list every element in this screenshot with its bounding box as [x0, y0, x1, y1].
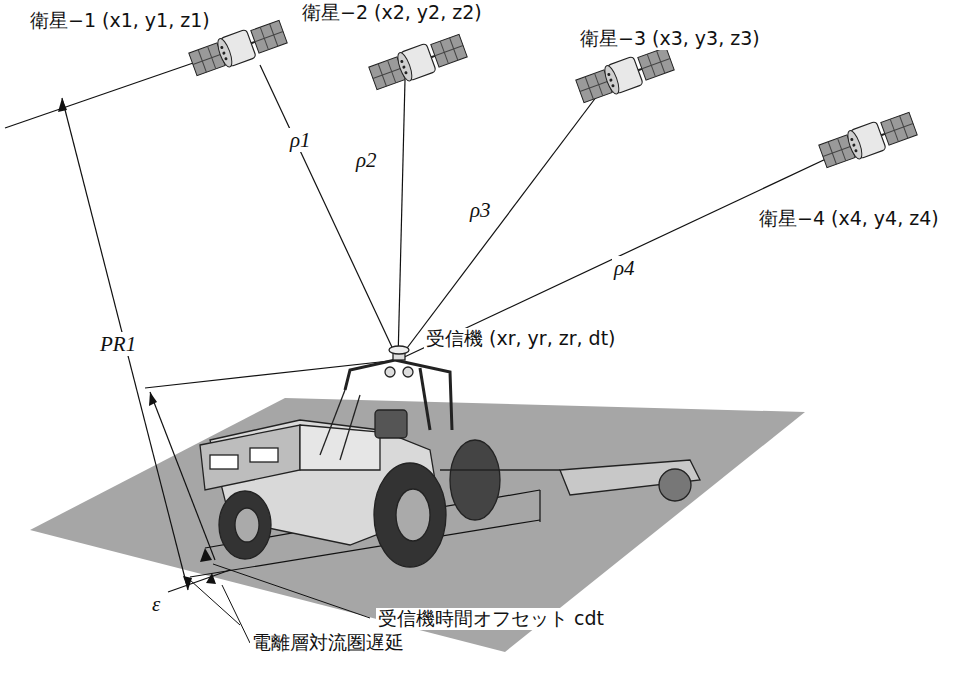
- epsilon-label: ε: [150, 592, 162, 616]
- satellite-label: 衛星−2 (x2, y2, z2): [300, 2, 484, 24]
- range-label: ρ1: [288, 128, 313, 152]
- range-label: ρ3: [468, 198, 493, 222]
- satellite-label: 衛星−3 (x3, y3, z3): [578, 28, 762, 50]
- satellite-label: 衛星−1 (x1, y1, z1): [28, 10, 212, 32]
- offset-label: 受信機時間オフセット cdt: [376, 608, 606, 630]
- delay-label: 電離層対流圏遅延: [250, 632, 406, 654]
- range-label: ρ4: [612, 256, 637, 280]
- receiver-label: 受信機 (xr, yr, zr, dt): [424, 328, 618, 350]
- pseudorange-label: PR1: [98, 332, 138, 356]
- range-label: ρ2: [354, 148, 379, 172]
- satellite-label: 衛星−4 (x4, y4, z4): [757, 208, 941, 230]
